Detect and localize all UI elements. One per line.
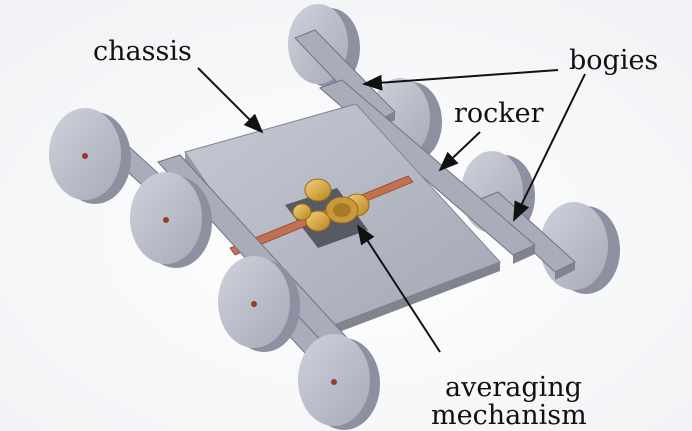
arrow-bogies-right: [513, 73, 586, 222]
label-averaging: averaging: [445, 372, 582, 403]
arrow-rocker: [438, 131, 481, 172]
wheel-left-3: [218, 256, 300, 352]
label-rocker: rocker: [454, 98, 544, 129]
wheel-left-4: [298, 334, 380, 430]
label-bogies: bogies: [569, 45, 659, 76]
averaging-gears: [292, 178, 370, 232]
label-chassis: chassis: [93, 36, 192, 67]
label-mechanism: mechanism: [431, 400, 587, 431]
arrow-averaging: [356, 224, 441, 353]
arrow-chassis: [197, 67, 264, 134]
wheel-left-2: [130, 172, 212, 268]
arrow-bogies-left: [362, 69, 559, 91]
wheel-left-1: [49, 108, 131, 204]
